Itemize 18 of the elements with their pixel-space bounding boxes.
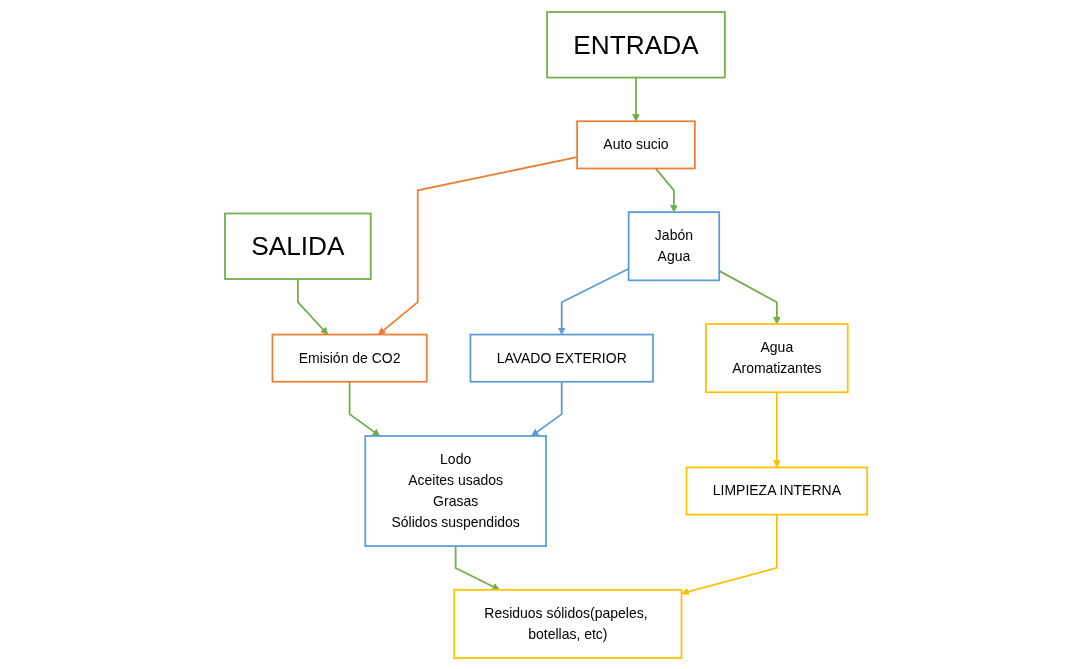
arrow xyxy=(681,513,778,595)
arrow xyxy=(454,544,500,590)
node-box: ENTRADA xyxy=(546,10,726,78)
arrow xyxy=(632,76,640,122)
node-box: Auto sucio xyxy=(576,119,696,169)
node-box: LAVADO EXTERIOR xyxy=(469,333,654,383)
node-box: LIMPIEZA INTERNA xyxy=(685,466,868,515)
node-box: Jabón Agua xyxy=(627,210,720,281)
node-box: Residuos sólidos(papeles, botellas, etc) xyxy=(453,588,683,659)
node-box: Agua Aromatizantes xyxy=(704,322,849,393)
arrow xyxy=(531,380,563,436)
arrow xyxy=(296,277,328,335)
arrow xyxy=(654,167,678,212)
node-box: SALIDA xyxy=(224,212,372,280)
node-box: Lodo Aceites usados Grasas Sólidos suspendidos xyxy=(364,434,547,547)
arrow xyxy=(772,390,781,468)
node-box: Emisión de CO2 xyxy=(271,333,428,383)
arrow xyxy=(348,380,380,436)
